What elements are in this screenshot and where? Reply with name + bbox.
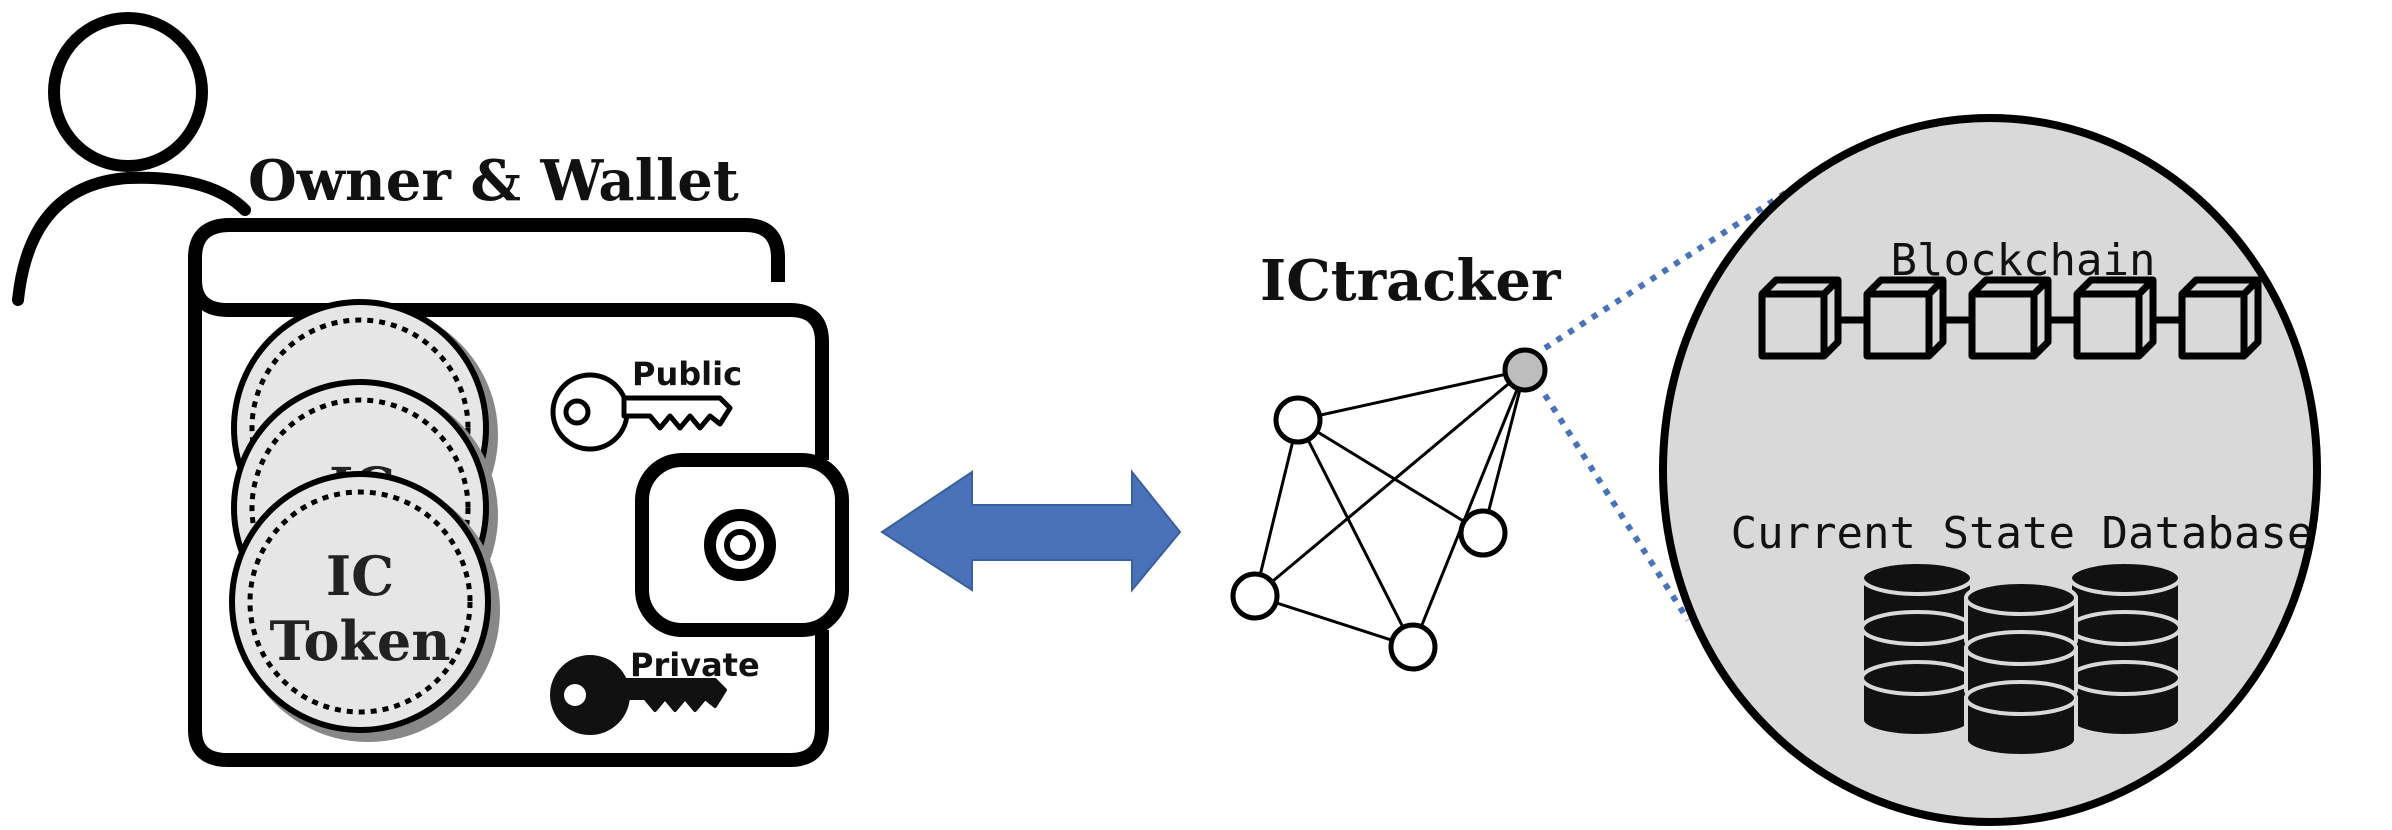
block-icon [2178, 276, 2262, 360]
zoom-connector [1542, 187, 1792, 622]
block-icon [1758, 276, 1842, 360]
person-icon [12, 12, 251, 306]
database-icon [1860, 560, 1974, 738]
coin-stack: IC IC IC Token [229, 299, 500, 742]
network-node [1230, 571, 1280, 621]
database-group [1860, 560, 2182, 758]
block-icon [2073, 276, 2157, 360]
network-icon [1230, 347, 1548, 672]
database-icon [1964, 580, 2078, 758]
block-icon [1863, 276, 1947, 360]
owner-wallet-title: Owner & Wallet [248, 148, 739, 214]
private-key-icon [550, 655, 727, 735]
ictracker-title: ICtracker [1260, 248, 1562, 314]
database-icon [2068, 560, 2182, 738]
network-node-highlighted [1502, 347, 1548, 393]
coin-icon: IC Token [229, 471, 500, 742]
public-key-icon [550, 372, 733, 452]
block-icon [1968, 276, 2052, 360]
wallet-icon [188, 218, 849, 767]
network-node [1458, 508, 1508, 558]
network-node [1273, 395, 1323, 445]
coin-label-bottom: Token [269, 609, 450, 673]
coin-label-top: IC [326, 544, 394, 608]
database-label: Current State Database [1731, 508, 2314, 559]
network-node [1388, 622, 1438, 672]
public-key-label: Public [632, 355, 742, 393]
blockchain-icon [1758, 276, 2262, 360]
double-arrow-icon [880, 469, 1182, 593]
private-key-label: Private [630, 646, 760, 684]
